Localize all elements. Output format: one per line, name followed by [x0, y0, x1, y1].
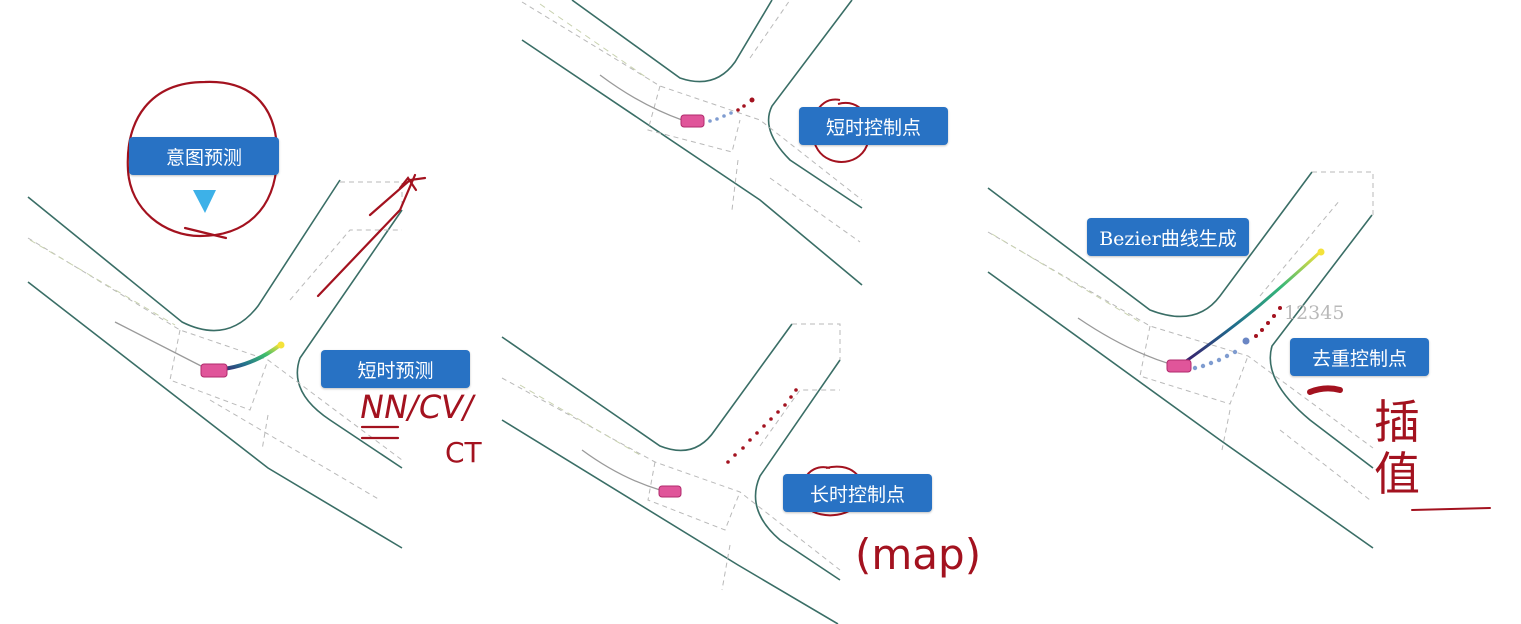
road-network	[501, 323, 841, 624]
ink-annotations	[126, 80, 427, 440]
panel-bezier-generation	[987, 171, 1491, 549]
center-line	[29, 239, 176, 326]
trajectory-endpoint	[277, 341, 285, 349]
control-points	[708, 97, 755, 123]
ego-car	[658, 485, 682, 498]
ego-car	[680, 114, 705, 128]
ink-annotation-ct: CT	[445, 436, 482, 469]
panel-long-control-points	[501, 323, 864, 624]
label-long-term-control-points: 长时控制点	[783, 474, 932, 512]
panel-intent-prediction	[27, 80, 427, 549]
lane-markings	[987, 171, 1374, 501]
ink-annotations	[1307, 385, 1491, 511]
lane-markings	[501, 323, 841, 591]
history-trajectory	[1077, 317, 1171, 365]
ink-annotation-map: (map)	[855, 530, 982, 579]
label-dedup-control-points: 去重控制点	[1290, 338, 1429, 376]
label-short-term-control-points: 短时控制点	[799, 107, 948, 145]
intent-marker-icon	[193, 190, 216, 213]
control-points	[726, 388, 798, 464]
center-line	[991, 233, 1141, 323]
panel-short-control-points	[521, 0, 871, 286]
control-point-index-numbers: 12345	[1284, 302, 1345, 324]
label-intent-prediction: 意图预测	[129, 137, 279, 175]
label-bezier-generation: Bezier曲线生成	[1087, 218, 1249, 256]
center-line	[519, 384, 641, 456]
history-trajectory	[599, 74, 683, 121]
center-line	[539, 3, 651, 81]
history-trajectory	[581, 449, 661, 491]
ego-car	[1166, 359, 1192, 373]
bezier-curve	[1180, 250, 1322, 366]
ink-annotation-models: NN/CV/	[356, 388, 478, 426]
road-network	[27, 179, 403, 549]
road-network	[987, 171, 1374, 549]
road-network	[521, 0, 863, 286]
lane-markings	[27, 181, 403, 501]
ink-annotation-interpolation: 插值	[1374, 395, 1420, 501]
ego-car	[200, 363, 228, 378]
control-points	[1192, 306, 1282, 371]
history-trajectory	[114, 321, 206, 369]
label-short-term-prediction: 短时预测	[321, 350, 470, 388]
curve-endpoint	[1317, 248, 1325, 256]
